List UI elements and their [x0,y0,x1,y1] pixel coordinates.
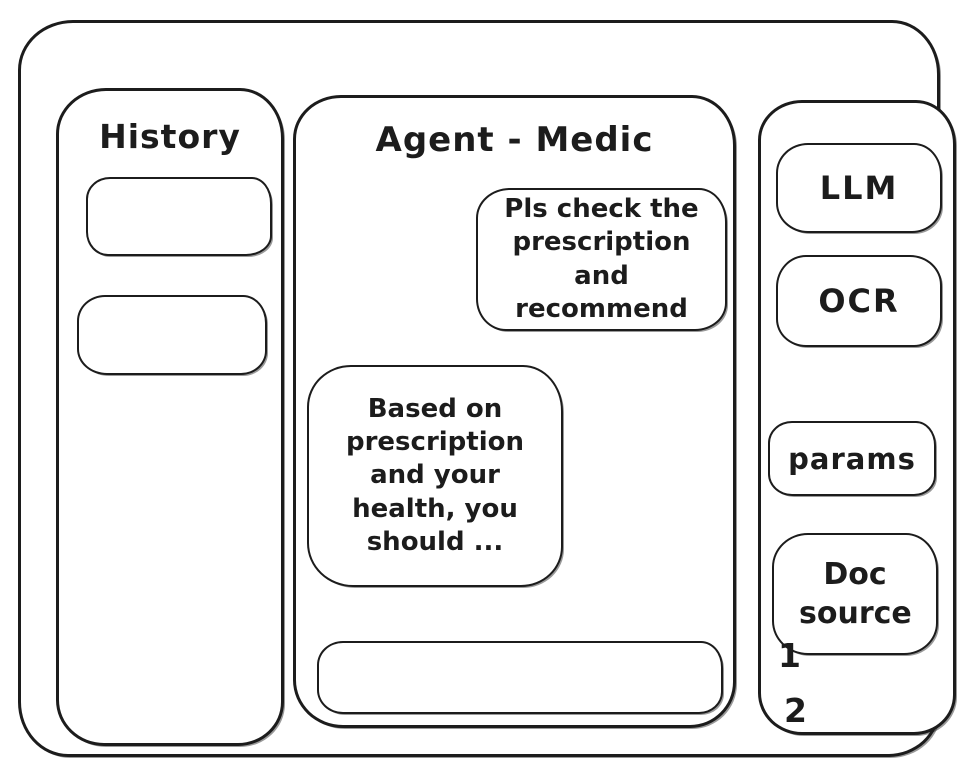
message-input[interactable] [317,641,723,714]
tools-panel: LLM OCR params Doc source 1 2 [758,100,956,735]
doc-source-item-1[interactable]: 1 [778,636,801,675]
user-message-text: Pls check the prescription and recommend [504,193,699,324]
agent-message-text: Based on prescription and your health, y… [345,393,524,557]
app-frame: History Agent - Medic Pls check the pres… [18,20,956,757]
history-item[interactable] [86,177,272,256]
chat-panel: Agent - Medic Pls check the prescription… [293,95,736,728]
doc-source-item-2[interactable]: 2 [784,691,807,730]
history-item[interactable] [77,295,267,375]
agent-message-bubble: Based on prescription and your health, y… [307,365,563,587]
tool-ocr-button[interactable]: OCR [776,255,942,347]
tool-doc-source-label: Doc source [799,557,912,631]
tool-params-button[interactable]: params [768,421,936,496]
chat-title: Agent - Medic [375,120,654,160]
tool-llm-label: LLM [819,169,899,207]
tool-llm-button[interactable]: LLM [776,143,942,233]
tool-params-label: params [788,441,916,476]
tool-ocr-label: OCR [818,282,900,320]
tool-doc-source-button[interactable]: Doc source [772,533,938,655]
user-message-bubble: Pls check the prescription and recommend [476,188,727,331]
history-panel: History [56,88,284,746]
history-title: History [99,117,241,156]
